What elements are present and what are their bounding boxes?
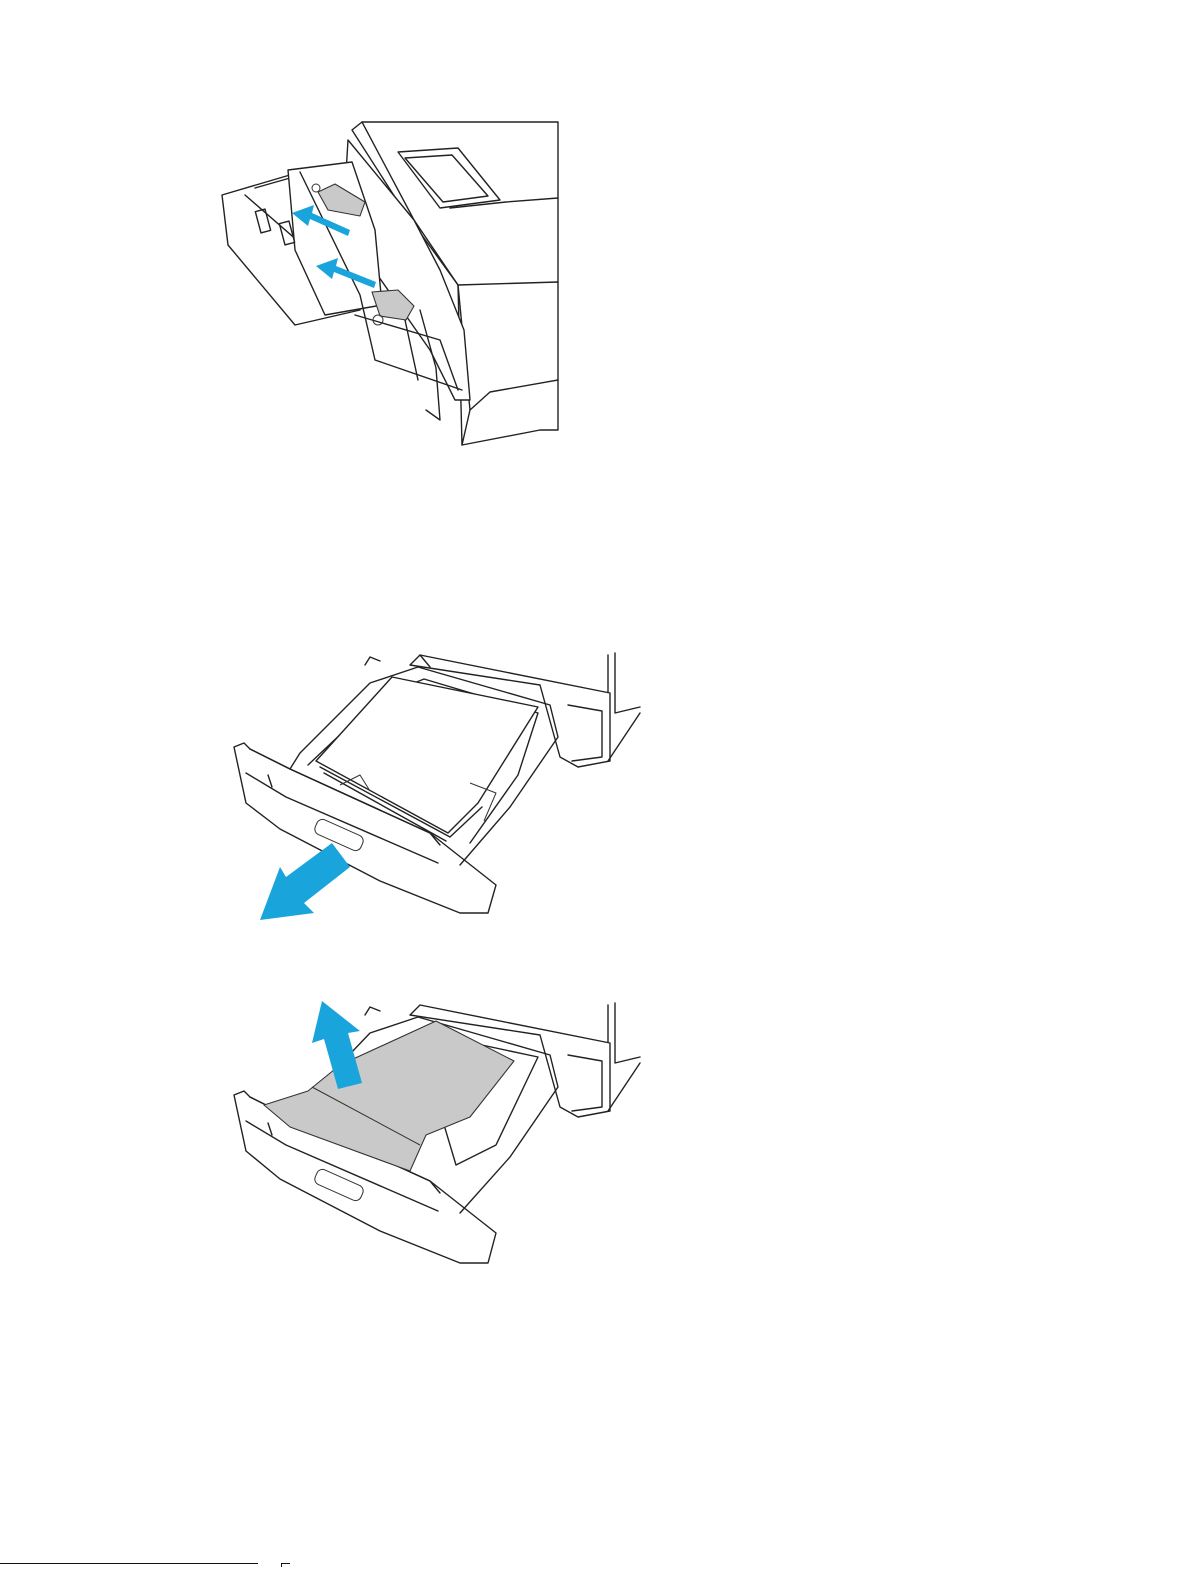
pull-tray-arrow [260, 843, 350, 920]
footer-rule [0, 1563, 258, 1564]
remove-jammed-paper-illustration [220, 995, 660, 1295]
printer-manual-feed-tray-illustration [200, 110, 560, 460]
footer-mark [281, 1563, 290, 1567]
pull-out-paper-tray-illustration [220, 645, 660, 935]
remove-paper-arrow [312, 1001, 362, 1089]
